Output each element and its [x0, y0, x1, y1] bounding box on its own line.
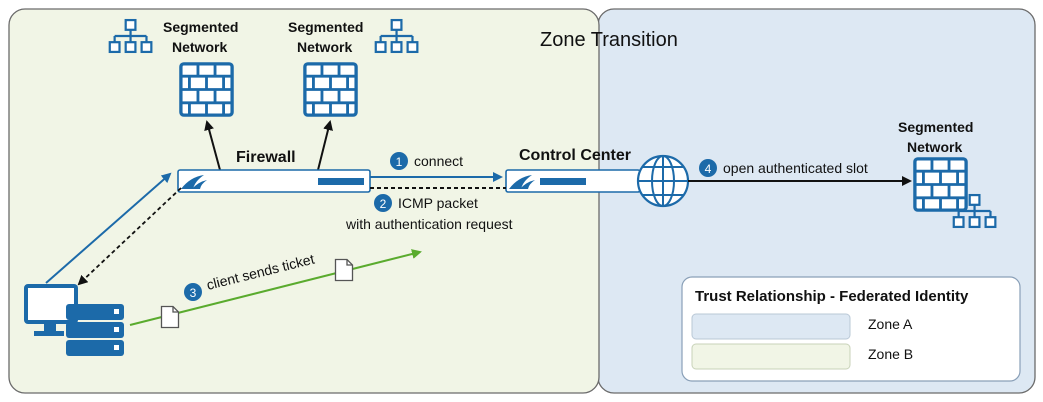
firewall-to-network-1-arrow [204, 120, 221, 171]
step-2-badge: 2 [374, 194, 392, 212]
firewall-brick-icon [913, 157, 968, 212]
segmented-network-3-line1: Segmented [898, 119, 973, 135]
step-2-text-line2: with authentication request [345, 216, 513, 232]
segmented-network-1-line2: Network [172, 39, 227, 55]
firewall-to-client-dashed-arrow [77, 187, 182, 286]
ticket-document-icon [334, 258, 354, 282]
firewall-label: Firewall [236, 149, 296, 166]
legend-title: Trust Relationship - Federated Identity [695, 288, 969, 305]
step-1-number: 1 [396, 155, 403, 169]
barracuda-logo-icon [509, 175, 535, 189]
legend-label-zone-a: Zone A [868, 316, 913, 332]
step-2-number: 2 [380, 197, 387, 211]
segmented-network-3-line2: Network [907, 139, 962, 155]
step-4-badge: 4 [699, 159, 717, 177]
server-stack-icon [66, 304, 124, 356]
firewall-to-network-2-arrow [317, 120, 333, 171]
ticket-document-icon [160, 305, 180, 329]
segmented-network-1: Segmented Network [108, 18, 238, 117]
step-1-badge: 1 [390, 152, 408, 170]
legend-label-zone-b: Zone B [868, 346, 913, 362]
step-4-number: 4 [705, 162, 712, 176]
segmented-network-2-line1: Segmented [288, 19, 363, 35]
segmented-network-1-line1: Segmented [163, 19, 238, 35]
firewall-brick-icon [179, 62, 234, 117]
zone-transition-title: Zone Transition [540, 29, 678, 51]
control-center-appliance [505, 169, 641, 193]
step-2-text-line1: ICMP packet [398, 195, 478, 211]
legend-swatch-zone-a [691, 313, 851, 340]
client-to-firewall-arrow [45, 172, 172, 284]
step-1-text: connect [414, 153, 463, 169]
barracuda-logo-icon [181, 175, 207, 189]
control-center-label: Control Center [519, 147, 631, 164]
legend-swatch-zone-b [691, 343, 851, 370]
segmented-network-2: Segmented Network [288, 18, 419, 117]
step-3-badge: 3 [184, 283, 202, 301]
step-3-number: 3 [190, 286, 197, 300]
zone-b-area [8, 8, 600, 394]
globe-icon [636, 154, 690, 208]
segmented-network-2-line2: Network [297, 39, 352, 55]
segmented-network-3: Segmented Network [898, 119, 997, 229]
firewall-brick-icon [303, 62, 358, 117]
step-4-text: open authenticated slot [723, 160, 868, 176]
legend: Trust Relationship - Federated Identity … [681, 276, 1021, 382]
firewall-appliance [177, 169, 371, 193]
